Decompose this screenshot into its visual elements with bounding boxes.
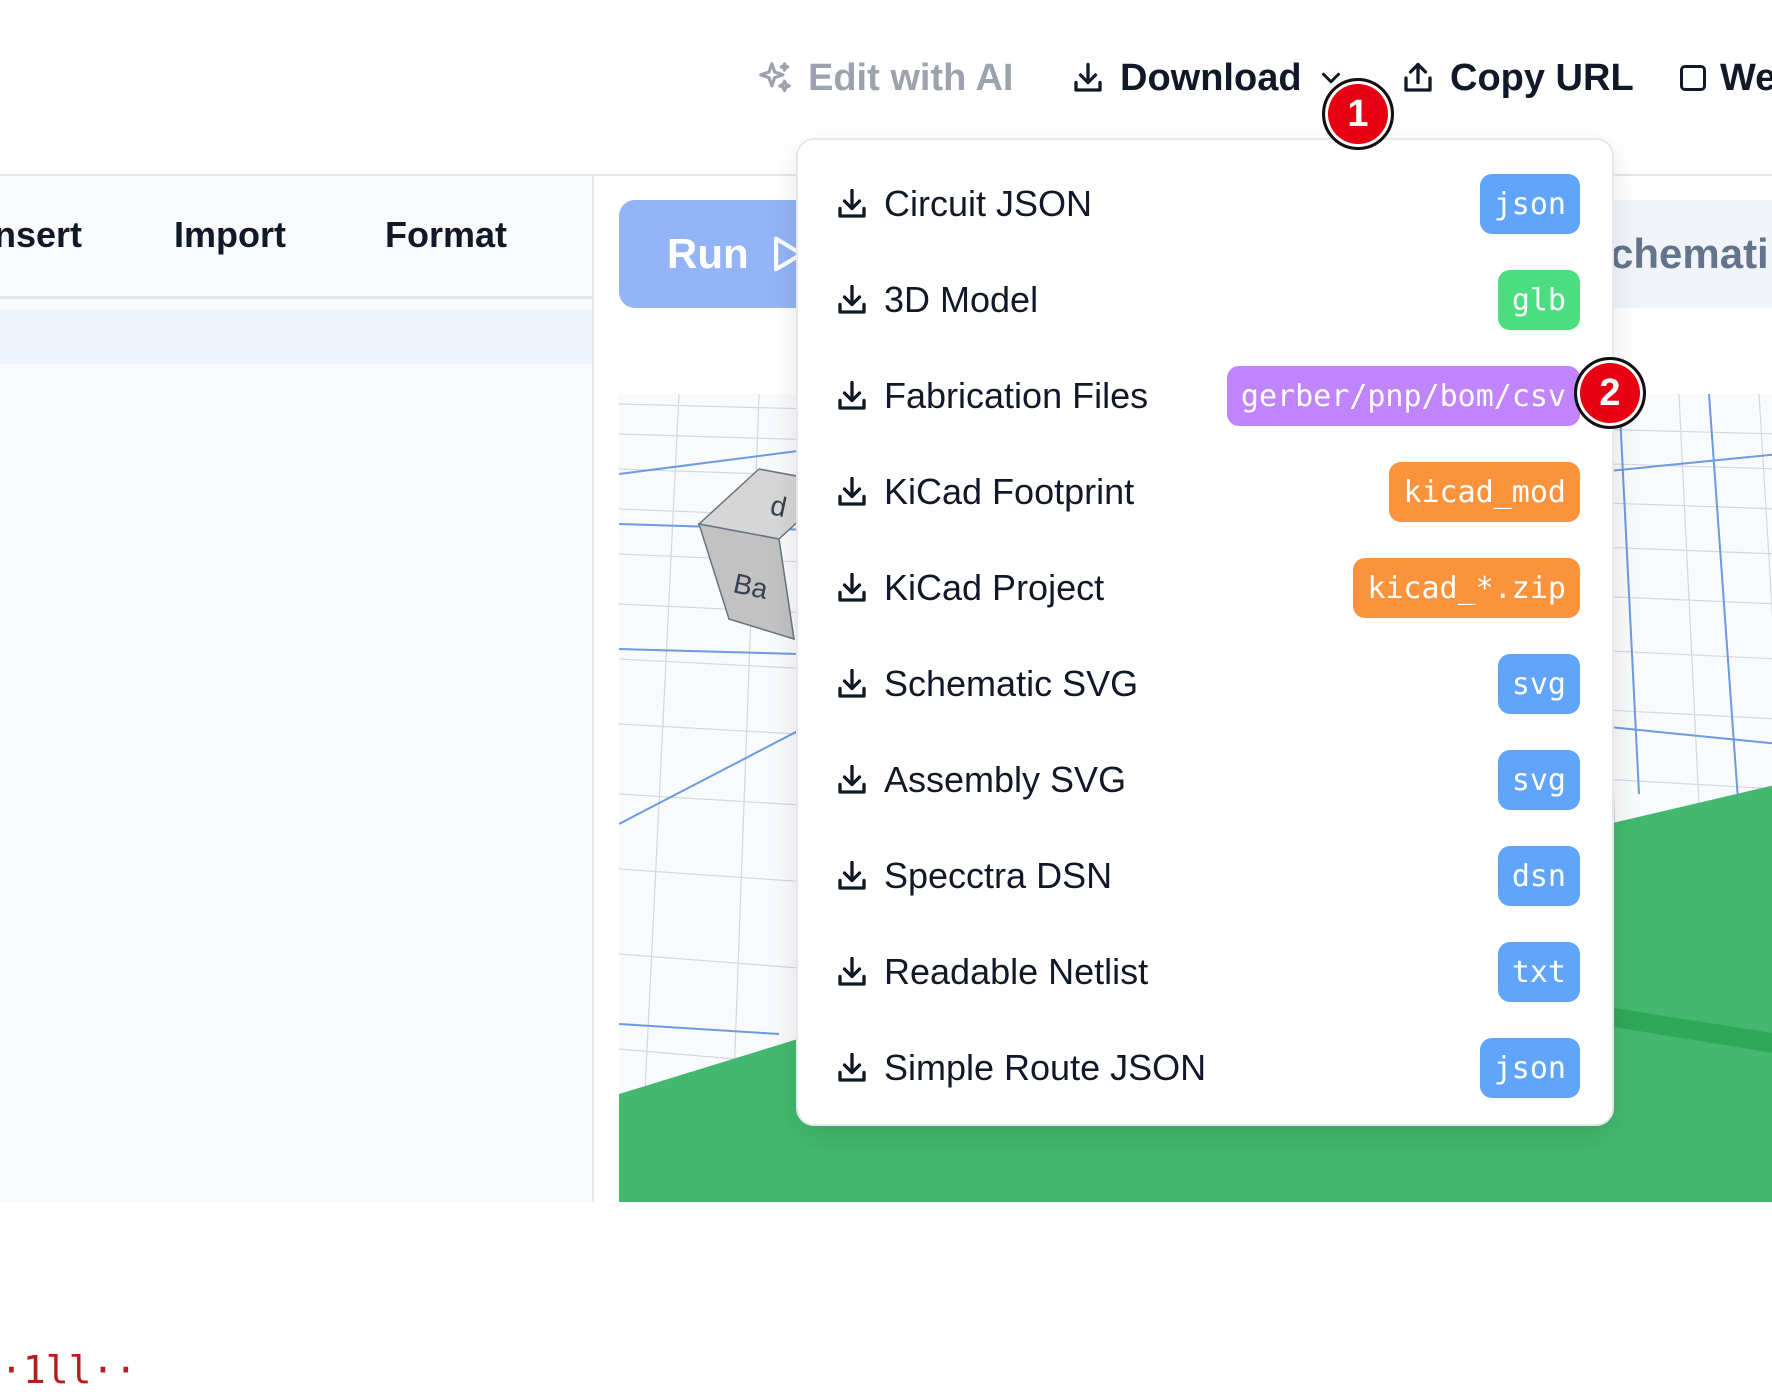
menu-import[interactable]: Import	[174, 214, 286, 255]
share-icon	[1404, 62, 1432, 92]
download-icon	[838, 1052, 866, 1082]
download-menu-item[interactable]: Readable Netlist txt	[834, 940, 1580, 1004]
download-icon	[838, 476, 866, 506]
download-menu-item[interactable]: Simple Route JSON json	[834, 1036, 1580, 1100]
code-text-fragment[interactable]: ·1ll··	[0, 1348, 138, 1392]
download-menu-item[interactable]: Schematic SVG svg	[834, 652, 1580, 716]
download-icon	[838, 860, 866, 890]
download-icon	[838, 380, 866, 410]
download-icon	[838, 572, 866, 602]
download-menu-item-label: KiCad Project	[884, 567, 1105, 608]
editor-menubar: nsert Import Format	[0, 176, 592, 299]
tab-schematic[interactable]: chemati	[1594, 200, 1772, 308]
format-badge: glb	[1497, 270, 1580, 330]
web-checkbox-label: We	[1720, 56, 1772, 99]
play-icon	[773, 236, 804, 272]
download-menu-item-label: 3D Model	[884, 279, 1039, 320]
active-line-highlight	[0, 310, 592, 364]
format-badge: json	[1479, 1038, 1580, 1098]
download-icon	[838, 956, 866, 986]
copy-url-label: Copy URL	[1450, 56, 1634, 99]
download-icon	[838, 668, 866, 698]
download-menu-item-label: Fabrication Files	[884, 375, 1149, 416]
download-menu-item-label: Circuit JSON	[884, 183, 1093, 224]
format-badge: json	[1479, 174, 1580, 234]
download-menu-item[interactable]: KiCad Footprint kicad_mod	[834, 460, 1580, 524]
download-button[interactable]: Download	[1070, 54, 1346, 102]
checkbox[interactable]	[1680, 65, 1706, 91]
edit-with-ai-button[interactable]: Edit with AI	[756, 54, 1013, 102]
schematic-tab-label: chemati	[1610, 230, 1769, 277]
step-marker-1: 1	[1322, 78, 1394, 150]
download-menu-item[interactable]: Assembly SVG svg	[834, 748, 1580, 812]
download-icon	[838, 284, 866, 314]
download-menu-item[interactable]: Fabrication Files gerber/pnp/bom/csv	[834, 364, 1580, 428]
format-badge: dsn	[1497, 846, 1580, 906]
download-menu-item[interactable]: KiCad Project kicad_*.zip	[834, 556, 1580, 620]
download-menu-item-label: Specctra DSN	[884, 855, 1113, 896]
download-menu-item[interactable]: Specctra DSN dsn	[834, 844, 1580, 908]
download-menu-item-label: KiCad Footprint	[884, 471, 1135, 512]
run-label: Run	[667, 230, 749, 277]
download-menu-item[interactable]: Circuit JSON json	[834, 172, 1580, 236]
edit-with-ai-label: Edit with AI	[808, 56, 1014, 99]
download-menu-item[interactable]: 3D Model glb	[834, 268, 1580, 332]
format-badge: txt	[1497, 942, 1580, 1002]
code-editor-panel: nsert Import Format ·1ll··	[0, 176, 594, 1392]
download-menu-item-label: Assembly SVG	[884, 759, 1127, 800]
download-menu-item-label: Schematic SVG	[884, 663, 1139, 704]
format-badge: kicad_*.zip	[1353, 558, 1580, 618]
format-badge: svg	[1497, 750, 1580, 810]
format-badge: gerber/pnp/bom/csv	[1226, 366, 1580, 426]
download-icon	[838, 764, 866, 794]
download-menu-item-label: Simple Route JSON	[884, 1047, 1207, 1088]
copy-url-button[interactable]: Copy URL	[1400, 54, 1634, 102]
download-label: Download	[1120, 56, 1302, 99]
cube-top-label: d	[768, 490, 790, 524]
download-icon	[838, 188, 866, 218]
menu-insert[interactable]: nsert	[0, 214, 83, 255]
format-badge: svg	[1497, 654, 1580, 714]
format-badge: kicad_mod	[1389, 462, 1580, 522]
cube-front-label: Ba	[731, 568, 771, 606]
chevron-down-icon	[1321, 72, 1340, 84]
step-marker-2: 2	[1574, 357, 1646, 429]
download-menu-item-label: Readable Netlist	[884, 951, 1149, 992]
download-icon	[1074, 62, 1102, 92]
web-checkbox-toggle[interactable]: We	[1680, 54, 1772, 102]
menu-format[interactable]: Format	[385, 214, 508, 255]
sparkle-icon	[759, 62, 791, 93]
